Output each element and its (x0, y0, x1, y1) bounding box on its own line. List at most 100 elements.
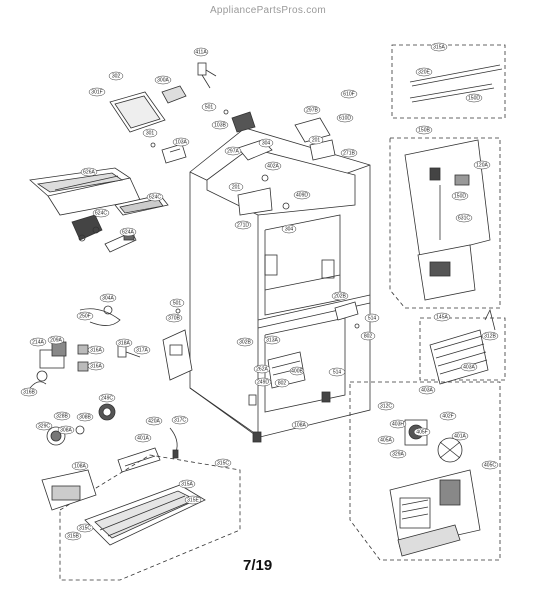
callout-label: 301 (142, 128, 158, 138)
callout-label: 610F (340, 89, 358, 99)
svg-text:631C: 631C (458, 216, 470, 222)
callout-label: 315E (184, 495, 202, 505)
svg-text:249D: 249D (257, 380, 269, 386)
svg-text:315A: 315A (181, 482, 193, 488)
svg-text:317C: 317C (174, 418, 186, 424)
svg-text:501: 501 (205, 105, 214, 111)
wire-108a (169, 427, 179, 459)
sensor-411a (197, 62, 217, 89)
svg-text:405C: 405C (484, 463, 496, 469)
svg-text:329C: 329C (38, 424, 50, 430)
svg-text:271B: 271B (343, 151, 355, 157)
svg-text:610D: 610D (339, 116, 351, 122)
svg-text:411A: 411A (195, 50, 207, 56)
shelf-lid-302 (109, 91, 166, 133)
fan-328b (98, 403, 116, 421)
svg-text:316A: 316A (90, 364, 102, 370)
ice-tray-626a (29, 167, 141, 216)
callout-label: 318A (115, 338, 133, 348)
callout-label: 271D (234, 220, 252, 230)
callout-label: 150D (465, 93, 483, 103)
callout-label: 304 (281, 224, 297, 234)
callout-label: 370B (165, 313, 183, 323)
svg-text:120A: 120A (476, 163, 488, 169)
svg-text:201: 201 (312, 138, 321, 144)
svg-text:150D: 150D (454, 194, 466, 200)
svg-text:802: 802 (278, 381, 287, 387)
callout-label: 313A (263, 335, 281, 345)
motor-624c (71, 214, 103, 242)
svg-text:313A: 313A (266, 338, 278, 344)
svg-text:420A: 420A (148, 419, 160, 425)
callout-label: 301F (88, 87, 106, 97)
svg-text:103A: 103A (175, 140, 187, 146)
callout-label: 405C (481, 460, 499, 470)
svg-text:250F: 250F (79, 314, 90, 320)
callout-label: 304A (99, 293, 117, 303)
svg-text:401A: 401A (137, 436, 149, 442)
callout-label: 304 (258, 138, 274, 148)
callout-label: 402A (264, 161, 282, 171)
callout-label: 250F (76, 311, 94, 321)
svg-text:514: 514 (368, 316, 377, 322)
callout-label: 214A (29, 337, 47, 347)
callout-label: 145A (433, 312, 451, 322)
callout-label: 315C (76, 523, 94, 533)
callout-label: 514 (364, 313, 380, 323)
svg-text:315A: 315A (433, 45, 445, 51)
capacitor-214a (29, 341, 67, 389)
svg-text:329A: 329A (392, 452, 404, 458)
callout-label: 624C (146, 192, 164, 202)
callout-label: 402F (439, 411, 457, 421)
svg-text:312C: 312C (380, 404, 392, 410)
group-120a-box (389, 137, 501, 309)
callout-label: 626A (80, 167, 98, 177)
bracket-300a (161, 85, 187, 104)
svg-text:624C: 624C (95, 211, 107, 217)
dispenser-housing (417, 244, 476, 301)
callout-label: 315A (430, 42, 448, 52)
svg-text:308A: 308A (60, 428, 72, 434)
door-strip-150 (409, 64, 503, 103)
svg-text:802: 802 (364, 334, 373, 340)
svg-text:312B: 312B (484, 334, 496, 340)
callout-label: 316A (87, 361, 105, 371)
svg-text:201: 201 (232, 185, 241, 191)
callout-label: 403H (389, 419, 407, 429)
evap-cover-315a (41, 469, 97, 511)
leveling-legs (252, 391, 331, 443)
callout-label: 400B (289, 366, 305, 376)
callout-label: 631C (455, 213, 473, 223)
svg-text:302: 302 (112, 74, 121, 80)
svg-text:403H: 403H (392, 422, 404, 428)
svg-text:405F: 405F (416, 430, 427, 436)
group-312b-box (419, 317, 506, 381)
callout-label: 802 (360, 331, 376, 341)
callout-label: 316A (87, 345, 105, 355)
callout-label: 329C (35, 421, 53, 431)
svg-text:626A: 626A (83, 170, 95, 176)
svg-text:403A: 403A (463, 365, 475, 371)
svg-text:301F: 301F (91, 90, 102, 96)
callout-label: 401A (451, 431, 469, 441)
svg-text:145A: 145A (436, 315, 448, 321)
callout-label: 103A (172, 137, 190, 147)
svg-text:302B: 302B (239, 340, 251, 346)
svg-text:304: 304 (262, 141, 271, 147)
svg-text:402A: 402A (267, 164, 279, 170)
callout-label: 401A (134, 433, 152, 443)
svg-text:108A: 108A (74, 464, 86, 470)
cord-250f (79, 308, 121, 326)
svg-text:402F: 402F (442, 414, 453, 420)
callout-label: 201 (228, 182, 244, 192)
svg-text:271D: 271D (237, 223, 249, 229)
svg-text:262A: 262A (256, 367, 268, 373)
svg-text:214A: 214A (32, 340, 44, 346)
svg-text:320E: 320E (418, 70, 430, 76)
callout-label: 329A (389, 449, 407, 459)
svg-text:318A: 318A (118, 341, 130, 347)
hinge-202b (334, 301, 360, 329)
svg-text:304A: 304A (102, 296, 114, 302)
svg-text:103B: 103B (214, 123, 226, 129)
svg-text:249C: 249C (101, 396, 113, 402)
